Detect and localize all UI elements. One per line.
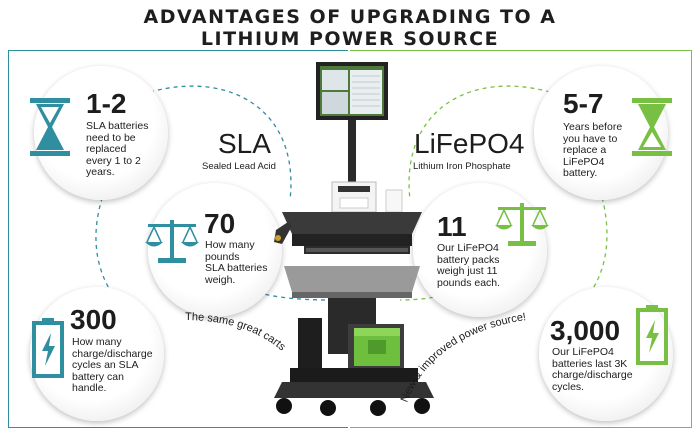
sla-weight-value: 70: [204, 208, 236, 239]
lifepo4-subheading: Lithium Iron Phosphate: [413, 161, 511, 172]
lifepo4-heading: LiFePO4: [414, 128, 525, 159]
medical-cart-image: [274, 62, 434, 416]
lifepo4-cycles-value: 3,000: [550, 315, 621, 346]
lifepo4-lifespan-value: 5-7: [563, 88, 604, 119]
sla-lifespan-value: 1-2: [86, 88, 127, 119]
sla-heading: SLA: [218, 128, 271, 159]
sla-cycles-circle: [30, 287, 164, 421]
lifepo4-frame: [350, 50, 692, 428]
scale-icon: [495, 203, 549, 246]
sla-cycles-value: 300: [70, 304, 117, 335]
lifepo4-curve-caption: New & improved power source!: [399, 311, 527, 404]
scale-icon: [145, 220, 199, 263]
page-title-line-2: LITHIUM POWER SOURCE: [200, 28, 500, 50]
lifepo4-curve-text: New & improved power source!: [399, 311, 527, 404]
battery-icon: [636, 305, 668, 365]
page-title-line-1: ADVANTAGES OF UPGRADING TO A: [143, 6, 557, 28]
lifepo4-weight-value: 11: [437, 211, 467, 242]
hourglass-icon: [30, 98, 70, 156]
sla-subheading: Sealed Lead Acid: [202, 161, 276, 172]
hourglass-icon: [632, 98, 672, 156]
sla-frame: [8, 50, 348, 428]
battery-icon: [32, 318, 64, 378]
lifepo4-lifespan-circle: [534, 66, 668, 200]
sla-curve-text: The same great carts: [185, 311, 288, 354]
sla-lifespan-circle: [34, 66, 168, 200]
lifepo4-weight-circle: [413, 183, 547, 317]
svg-text:The same great carts: The same great carts: [185, 311, 288, 354]
sla-curve-caption: The same great carts: [185, 311, 288, 354]
svg-text:New & improved power source!: New & improved power source!: [399, 311, 527, 404]
